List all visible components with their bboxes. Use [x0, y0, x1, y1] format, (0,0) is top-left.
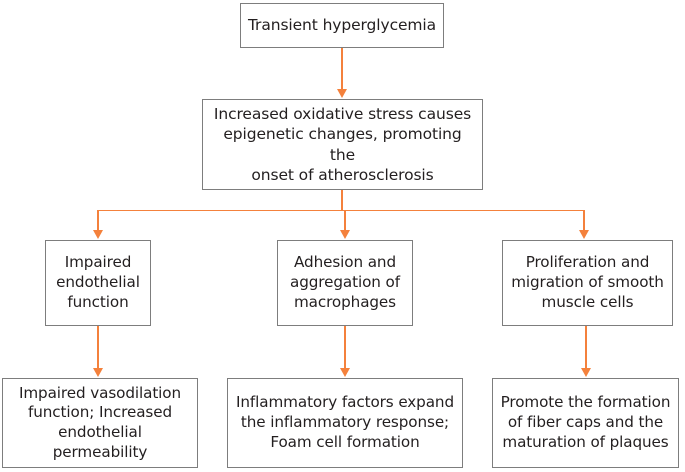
arrowhead-bus-to-endothelial — [92, 230, 103, 239]
node-smooth-muscle-cell-proliferation-label: Proliferation and migration of smooth mu… — [511, 253, 664, 311]
arrowhead-bus-to-smooth-muscle — [578, 230, 589, 239]
connector-smooth-muscle-to-plaque — [585, 326, 587, 369]
node-inflammatory-response-label: Inflammatory factors expand the inflamma… — [236, 393, 454, 451]
connector-bus-to-endothelial — [97, 210, 99, 231]
arrowhead-smooth-muscle-to-plaque — [580, 368, 591, 377]
node-plaque-maturation-label: Promote the formation of fiber caps and … — [500, 393, 671, 451]
node-oxidative-stress-label: Increased oxidative stress causes epigen… — [213, 105, 472, 184]
connector-branch-bus — [97, 209, 584, 212]
arrowhead-endothelial-to-vasodilation — [92, 368, 103, 377]
connector-bus-to-smooth-muscle — [583, 210, 585, 231]
node-transient-hyperglycemia: Transient hyperglycemia — [240, 3, 444, 48]
connector-oxidative-stress-to-bus — [341, 190, 343, 211]
node-smooth-muscle-cell-proliferation: Proliferation and migration of smooth mu… — [502, 240, 673, 326]
node-macrophage-adhesion-aggregation-label: Adhesion and aggregation of macrophages — [290, 253, 400, 311]
node-impaired-vasodilation-label: Impaired vasodilation function; Increase… — [18, 383, 182, 461]
node-inflammatory-response: Inflammatory factors expand the inflamma… — [227, 378, 463, 468]
node-impaired-endothelial-function: Impaired endothelial function — [45, 240, 151, 326]
node-impaired-endothelial-function-label: Impaired endothelial function — [56, 253, 140, 311]
connector-endothelial-to-vasodilation — [97, 326, 99, 369]
connector-bus-to-macrophages — [344, 210, 346, 231]
arrowhead-root-to-oxidative-stress — [336, 89, 347, 98]
node-macrophage-adhesion-aggregation: Adhesion and aggregation of macrophages — [277, 240, 413, 326]
node-transient-hyperglycemia-label: Transient hyperglycemia — [247, 16, 437, 35]
arrowhead-macrophages-to-inflammation — [339, 368, 350, 377]
arrowhead-bus-to-macrophages — [339, 230, 350, 239]
connector-root-to-oxidative-stress — [341, 48, 343, 90]
node-oxidative-stress: Increased oxidative stress causes epigen… — [202, 99, 483, 190]
node-plaque-maturation: Promote the formation of fiber caps and … — [492, 378, 679, 468]
node-impaired-vasodilation: Impaired vasodilation function; Increase… — [2, 378, 198, 468]
connector-macrophages-to-inflammation — [344, 326, 346, 369]
